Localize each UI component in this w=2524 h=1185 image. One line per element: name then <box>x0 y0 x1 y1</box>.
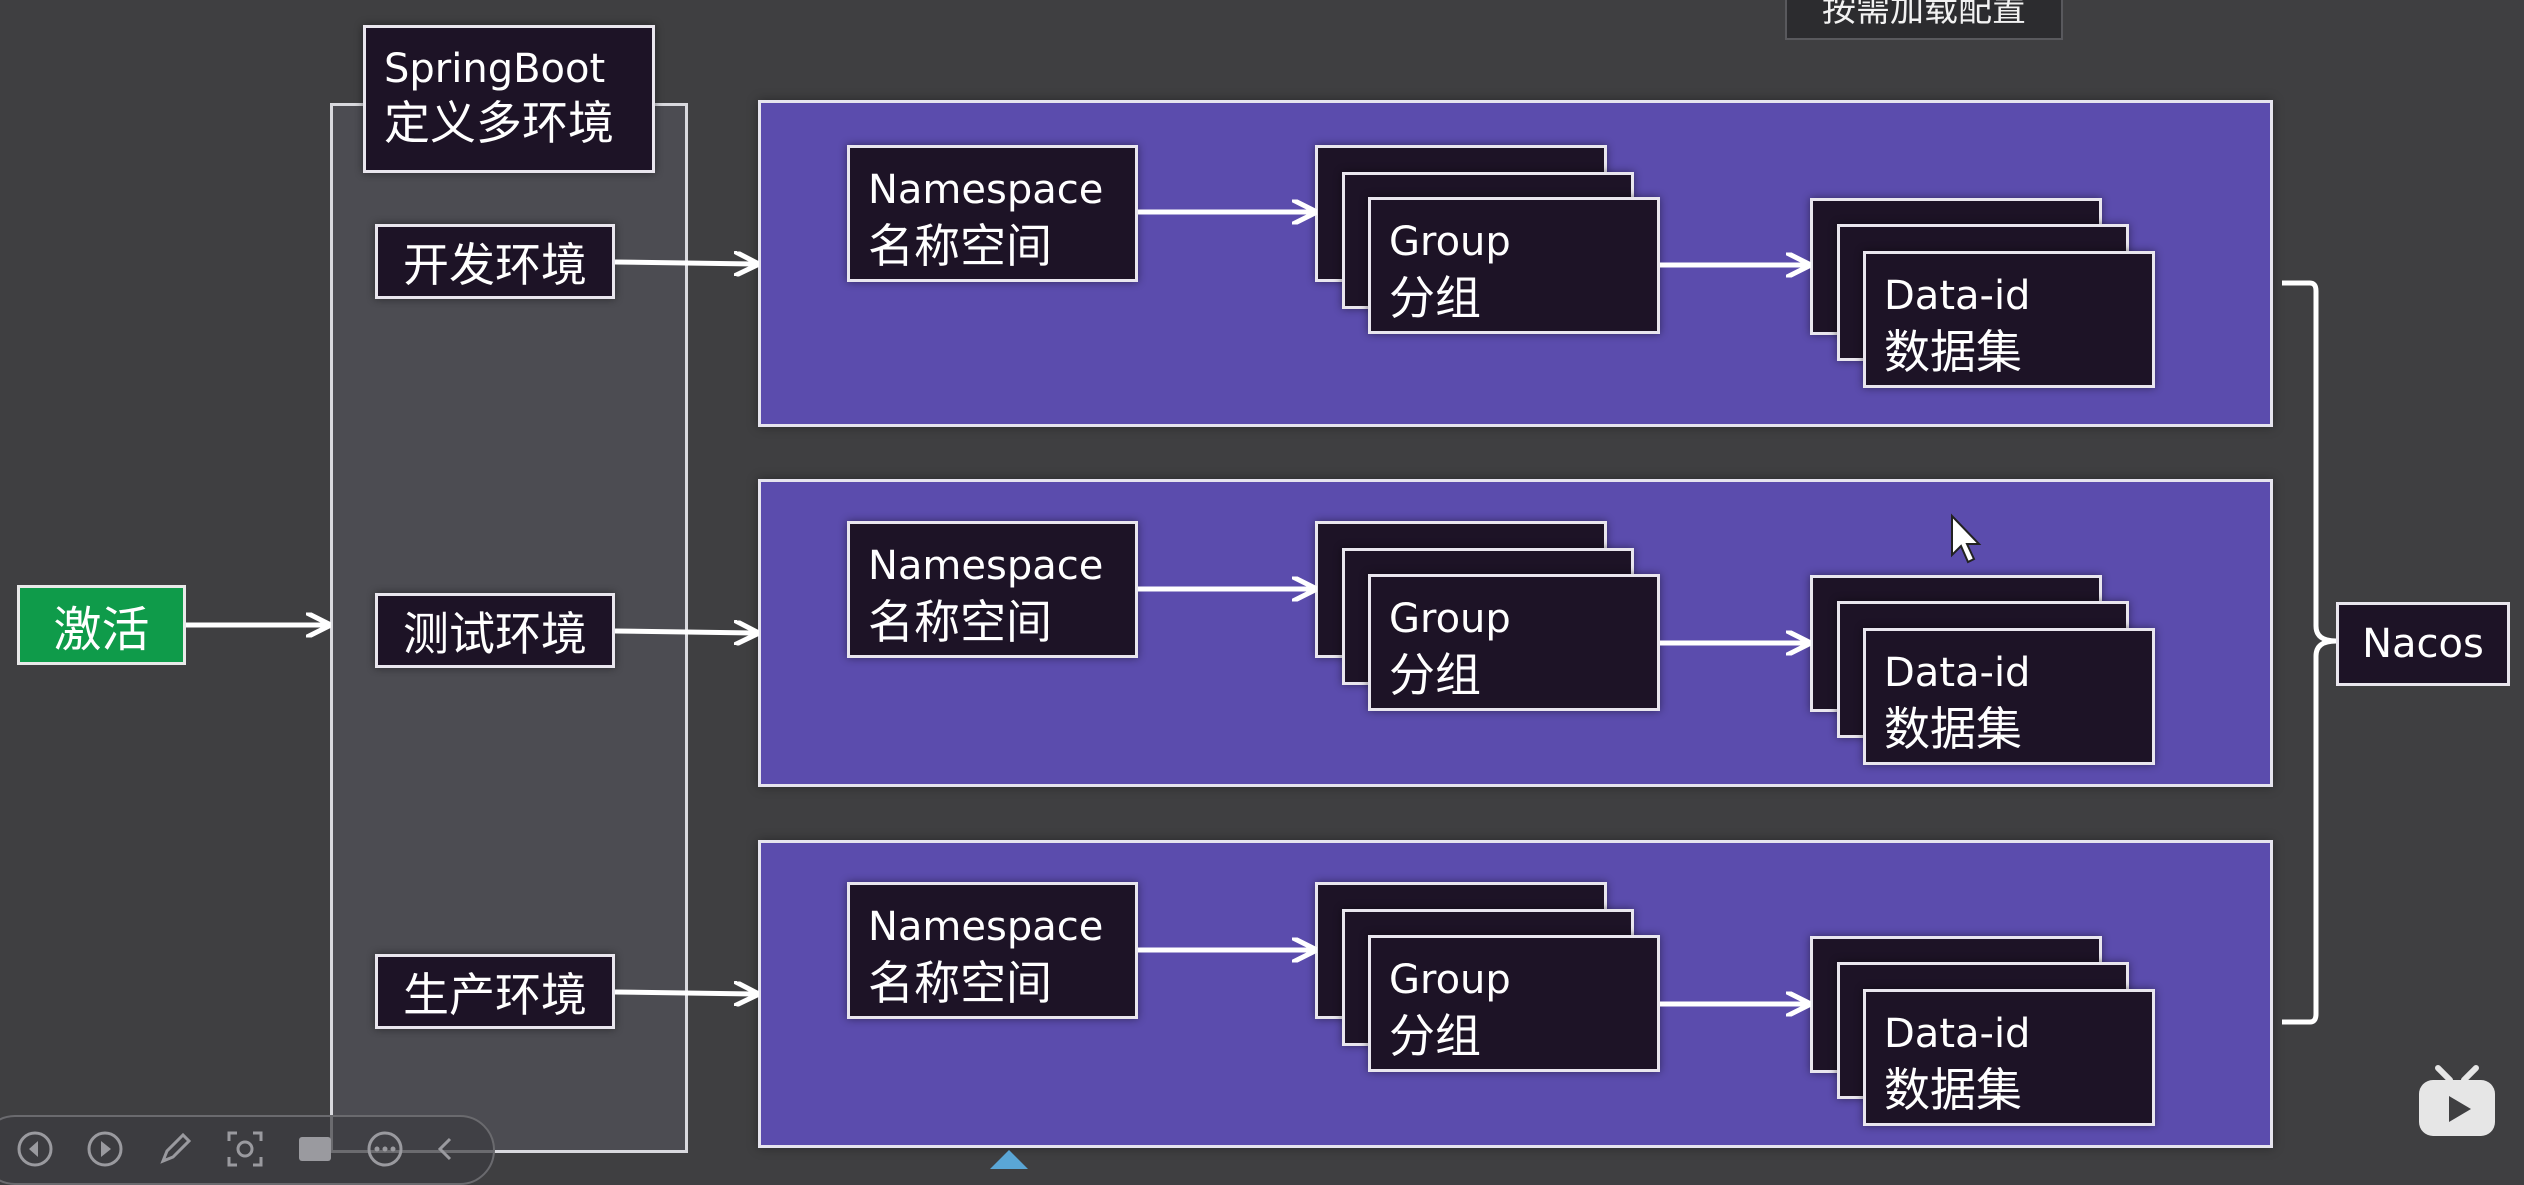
bilibili-tv-icon <box>2419 1065 2495 1136</box>
env-dev-group: Group 分组 <box>1368 197 1660 334</box>
env-prod-label: 生产环境 <box>375 954 615 1029</box>
next-icon[interactable] <box>85 1129 125 1169</box>
env-dev-group-line1: Group <box>1389 219 1511 265</box>
env-test-dataid: Data-id 数据集 <box>1863 628 2155 765</box>
env-test-group: Group 分组 <box>1368 574 1660 711</box>
nacos-label: Nacos <box>2336 602 2510 686</box>
env-test-group-line1: Group <box>1389 596 1511 642</box>
env-dev-label: 开发环境 <box>375 224 615 299</box>
env-dev-group-line2: 分组 <box>1389 271 1481 325</box>
nacos-bracket <box>2282 280 2337 1025</box>
env-test-dataid-line2: 数据集 <box>1884 702 2022 756</box>
env-prod-dataid-line1: Data-id <box>1884 1011 2031 1057</box>
env-prod-namespace-line1: Namespace <box>868 904 1104 950</box>
env-prod-dataid: Data-id 数据集 <box>1863 989 2155 1126</box>
springboot-title-line1: SpringBoot <box>384 46 606 92</box>
env-test-namespace-line2: 名称空间 <box>868 595 1052 649</box>
env-dev-namespace-line2: 名称空间 <box>868 219 1052 273</box>
env-dev-dataid: Data-id 数据集 <box>1863 251 2155 388</box>
env-dev-namespace-line1: Namespace <box>868 167 1104 213</box>
screenshot-icon[interactable] <box>225 1129 265 1169</box>
env-prod-group: Group 分组 <box>1368 935 1660 1072</box>
env-test-group-line2: 分组 <box>1389 648 1481 702</box>
pen-icon[interactable] <box>155 1129 195 1169</box>
env-prod-group-line2: 分组 <box>1389 1009 1481 1063</box>
activate-label: 激活 <box>17 585 186 665</box>
springboot-title: SpringBoot 定义多环境 <box>363 25 655 173</box>
env-test-label: 测试环境 <box>375 593 615 668</box>
top-label: 按需加载配置 <box>1785 0 2063 40</box>
env-dev-dataid-line1: Data-id <box>1884 273 2031 319</box>
more-icon[interactable] <box>365 1129 405 1169</box>
env-prod-namespace-line2: 名称空间 <box>868 956 1052 1010</box>
env-test-namespace-line1: Namespace <box>868 543 1104 589</box>
prev-icon[interactable] <box>15 1129 55 1169</box>
collapse-icon[interactable] <box>425 1129 465 1169</box>
env-prod-dataid-line2: 数据集 <box>1884 1063 2022 1117</box>
env-test-dataid-line1: Data-id <box>1884 650 2031 696</box>
progress-marker-icon <box>990 1150 1028 1169</box>
presentation-toolbar <box>0 1115 495 1185</box>
env-test-namespace: Namespace 名称空间 <box>847 521 1138 658</box>
springboot-title-line2: 定义多环境 <box>384 96 614 150</box>
env-dev-dataid-line2: 数据集 <box>1884 325 2022 379</box>
env-prod-group-line1: Group <box>1389 957 1511 1003</box>
env-dev-namespace: Namespace 名称空间 <box>847 145 1138 282</box>
slides-icon[interactable] <box>295 1129 335 1169</box>
env-prod-namespace: Namespace 名称空间 <box>847 882 1138 1019</box>
